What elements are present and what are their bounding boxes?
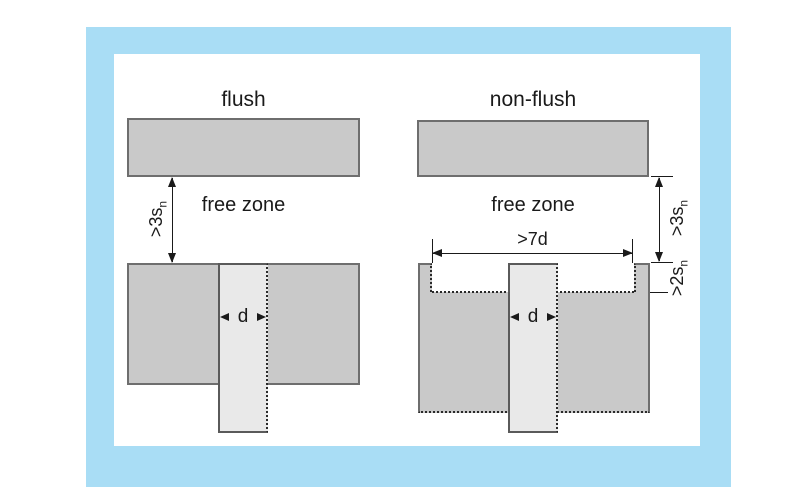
clearance-arrow-flush	[168, 177, 177, 263]
recess-width-arrow	[432, 249, 633, 258]
diameter-text: d	[527, 306, 539, 327]
arrowhead-down-icon	[655, 252, 663, 262]
arrow-line	[433, 253, 632, 254]
diameter-label-non-flush: d	[510, 306, 556, 327]
clearance-arrow-non-flush	[655, 177, 664, 262]
arrowhead-down-icon	[168, 253, 176, 263]
recess-depth-main: >2s	[667, 266, 687, 297]
extension-line-wall-top	[651, 262, 673, 263]
target-plate-flush	[127, 118, 360, 177]
diameter-text: d	[237, 306, 249, 327]
recess-depth-line	[650, 292, 668, 293]
non-flush-title: non-flush	[489, 88, 577, 111]
recess-depth-label: >2sn	[666, 238, 691, 318]
arrowhead-left-icon	[220, 313, 229, 321]
recess-depth-sub: n	[676, 259, 691, 267]
arrowhead-up-icon	[655, 177, 663, 187]
arrow-line	[659, 178, 660, 261]
sensor-body-flush	[218, 263, 268, 433]
wall-right	[634, 263, 650, 292]
sensor-body-non-flush	[508, 263, 558, 433]
arrowhead-right-icon	[546, 313, 556, 321]
extension-line-right	[632, 239, 633, 263]
extension-line-left	[432, 239, 433, 263]
target-plate-non-flush	[417, 120, 649, 177]
arrowhead-left-icon	[510, 313, 519, 321]
extension-line-plate-bottom	[651, 176, 673, 177]
arrowhead-right-icon	[256, 313, 266, 321]
diameter-label-flush: d	[220, 306, 266, 327]
free-zone-label-flush: free zone	[201, 194, 286, 216]
wall-left	[418, 263, 432, 292]
arrowhead-right-icon	[623, 249, 633, 257]
arrowhead-up-icon	[168, 177, 176, 187]
free-zone-label-non-flush: free zone	[491, 194, 575, 216]
arrowhead-left-icon	[432, 249, 442, 257]
recess-width-label: >7d	[517, 229, 548, 249]
clearance-label-main: >3s	[667, 206, 687, 237]
clearance-label-flush: >3sn	[145, 179, 170, 259]
flush-title: flush	[221, 88, 266, 111]
arrow-line	[172, 178, 173, 262]
clearance-label-sub: n	[676, 199, 691, 207]
